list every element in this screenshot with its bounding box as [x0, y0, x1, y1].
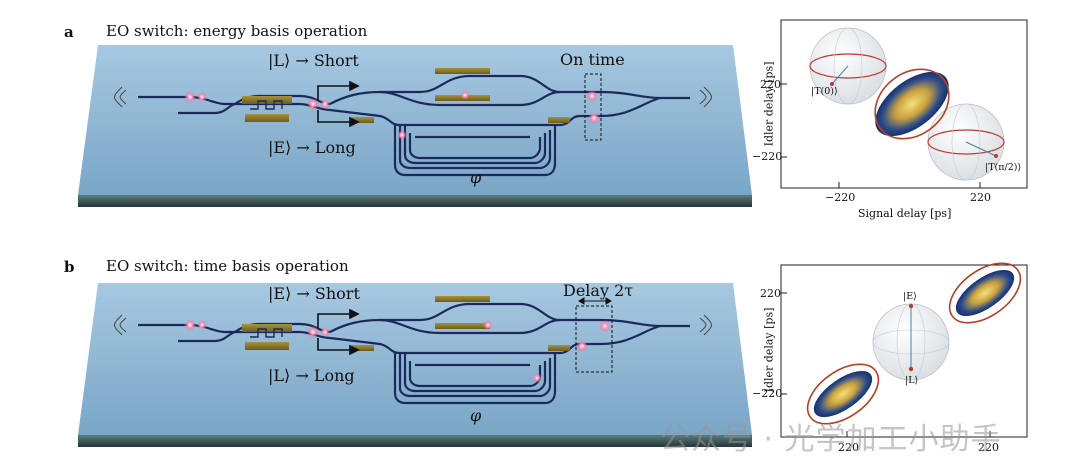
coincidence-cloud-b-lower — [806, 363, 880, 425]
bloch-sphere-b — [872, 303, 950, 381]
plot-a — [780, 19, 1028, 189]
plot-b-ytick-top: 220 — [760, 287, 781, 300]
coincidence-cloud-a — [874, 68, 950, 140]
path-a-upper-label: |L⟩ → Short — [268, 51, 359, 70]
bloch-b-bottom-label: |L⟩ — [905, 375, 919, 386]
window-a-label: On time — [560, 50, 625, 69]
bloch-sphere-a1 — [809, 27, 887, 105]
panel-a-title: EO switch: energy basis operation — [106, 22, 368, 40]
bloch-a2-label: |T(π/2)⟩ — [985, 162, 1022, 173]
watermark: 公众号 · 光学加工小助手 — [660, 422, 1002, 457]
panel-letter-b: b — [64, 258, 75, 276]
path-b-upper-label: |E⟩ → Short — [268, 284, 360, 303]
phase-a-label: φ — [470, 168, 482, 187]
plot-a-ylabel: Idler delay [ps] — [762, 61, 776, 147]
plot-b — [780, 262, 1028, 438]
path-b-lower-label: |L⟩ → Long — [268, 366, 355, 385]
bloch-sphere-a2 — [927, 103, 1005, 181]
phase-b-label: φ — [470, 406, 482, 425]
bloch-a1-label: |T(0)⟩ — [811, 86, 838, 97]
plot-b-ylabel: Idler delay [ps] — [762, 307, 776, 393]
plot-a-ytick-bottom: −220 — [752, 150, 783, 163]
plot-a-xtick-right: 220 — [970, 191, 991, 204]
panel-letter-a: a — [64, 23, 74, 41]
bloch-b-top-label: |E⟩ — [903, 291, 917, 302]
window-b-label: Delay 2τ — [563, 281, 634, 300]
plot-b-xtick-left: 220 — [838, 441, 859, 454]
panel-b-title: EO switch: time basis operation — [106, 257, 349, 275]
path-a-lower-label: |E⟩ → Long — [268, 138, 356, 157]
plot-a-xtick-left: −220 — [825, 191, 856, 204]
plot-b-xtick-right: 220 — [978, 441, 999, 454]
chip-a — [78, 45, 752, 207]
plot-a-ytick-top: 220 — [760, 78, 781, 91]
plot-a-xlabel: Signal delay [ps] — [858, 207, 952, 220]
plot-b-ytick-bottom: −220 — [752, 387, 783, 400]
chip-b — [78, 283, 752, 447]
coincidence-cloud-b-upper — [948, 262, 1022, 324]
